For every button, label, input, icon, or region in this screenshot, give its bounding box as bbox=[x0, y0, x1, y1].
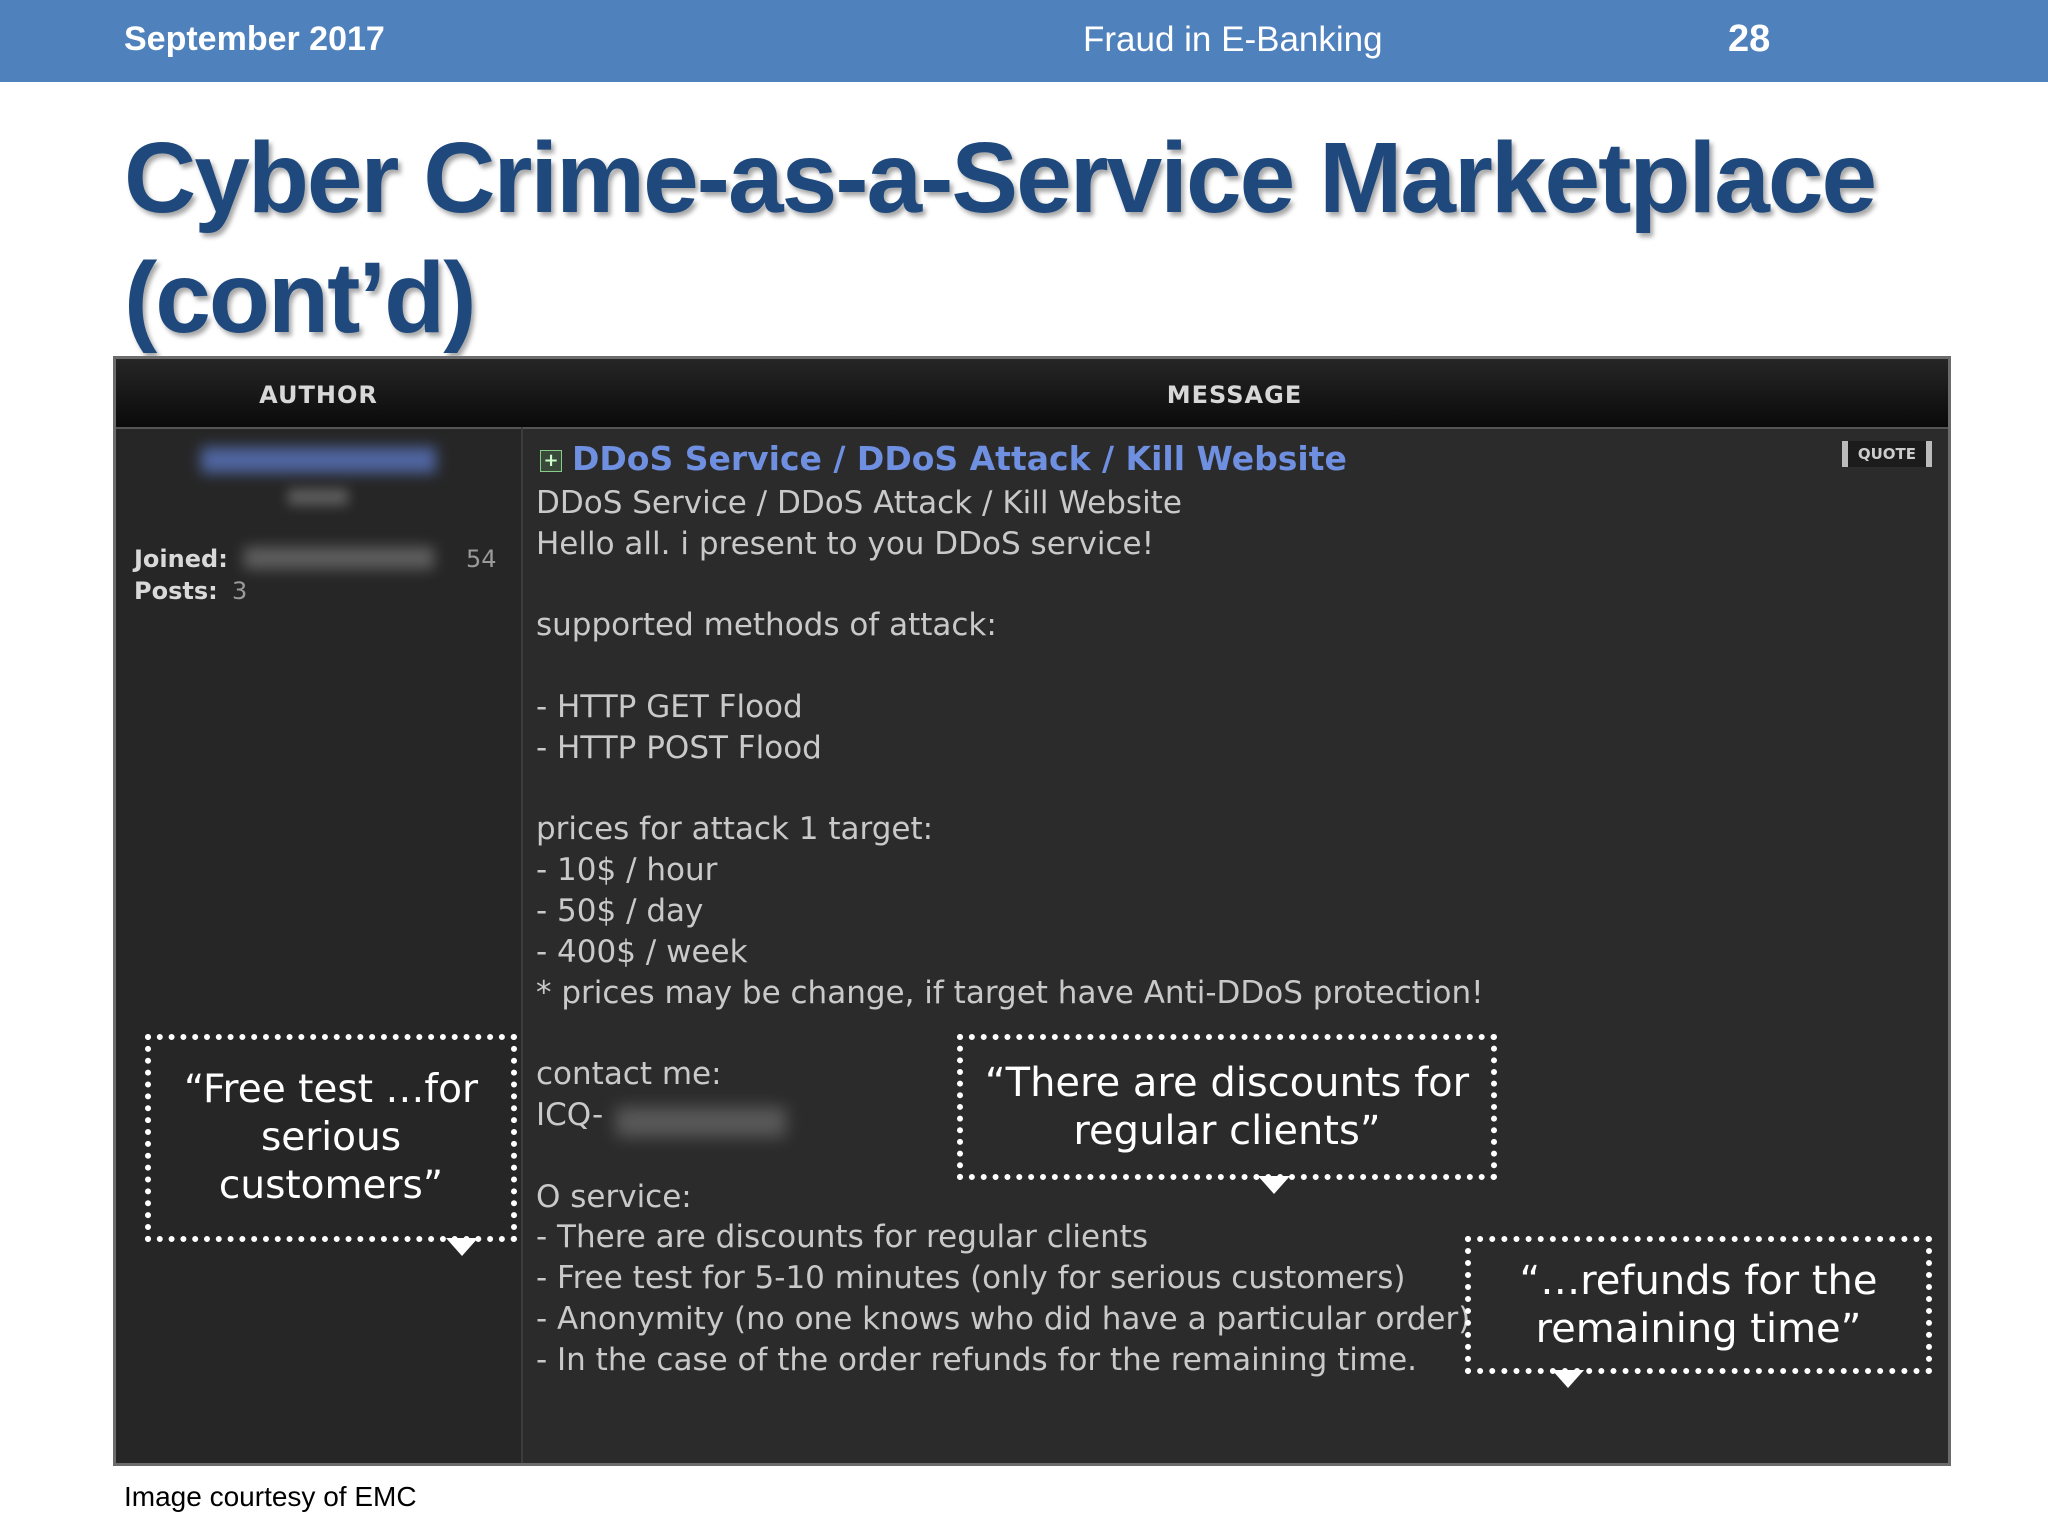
slide-title: Cyber Crime-as-a-Service Marketplace (co… bbox=[124, 122, 1877, 354]
post-body-line: * prices may be change, if target have A… bbox=[536, 974, 1484, 1011]
post-title[interactable]: + DDoS Service / DDoS Attack / Kill Websi… bbox=[540, 439, 1347, 478]
header-topic: Fraud in E-Banking bbox=[1083, 20, 1383, 59]
post-body-line: supported methods of attack: bbox=[536, 607, 997, 644]
post-body-line: - 50$ / day bbox=[536, 892, 704, 929]
post-body: DDoS Service / DDoS Attack / Kill Websit… bbox=[536, 483, 1536, 1381]
blurred-user-rank bbox=[288, 489, 348, 505]
slide-number: 28 bbox=[1728, 18, 1771, 60]
author-column-header: AUTHOR bbox=[259, 381, 378, 409]
post-body-line bbox=[536, 769, 1536, 810]
callout-refunds: “…refunds for the remaining time” bbox=[1465, 1236, 1932, 1374]
forum-screenshot: AUTHOR MESSAGE Joined: 54 Posts: 3 + DDoS… bbox=[113, 356, 1951, 1466]
header-date: September 2017 bbox=[124, 20, 385, 58]
blurred-username bbox=[201, 447, 436, 473]
post-body-line: Hello all. i present to you DDoS service… bbox=[536, 525, 1155, 562]
message-column-header: MESSAGE bbox=[1166, 381, 1303, 409]
expand-plus-icon[interactable]: + bbox=[540, 450, 562, 472]
blurred-join-date bbox=[244, 547, 434, 569]
post-body-line: ICQ- bbox=[536, 1096, 604, 1133]
post-body-line: DDoS Service / DDoS Attack / Kill Websit… bbox=[536, 485, 1182, 521]
callout-discounts-text: “There are discounts for regular clients… bbox=[984, 1060, 1470, 1154]
column-divider bbox=[521, 427, 523, 1463]
callout-refunds-tail bbox=[1552, 1370, 1584, 1388]
post-body-line bbox=[536, 565, 1536, 606]
header-bar: September 2017 Fraud in E-Banking 28 bbox=[0, 0, 2048, 82]
post-body-line: - Free test for 5-10 minutes (only for s… bbox=[536, 1260, 1406, 1297]
post-body-line: - Anonymity (no one knows who did have a… bbox=[536, 1300, 1471, 1337]
forum-table-header: AUTHOR MESSAGE bbox=[116, 359, 1948, 429]
post-body-line: - HTTP GET Flood bbox=[536, 688, 803, 725]
callout-free-test-tail bbox=[446, 1238, 478, 1256]
callout-discounts: “There are discounts for regular clients… bbox=[957, 1034, 1497, 1180]
joined-value: 54 bbox=[466, 545, 497, 573]
author-panel bbox=[116, 429, 521, 1463]
post-title-text[interactable]: DDoS Service / DDoS Attack / Kill Websit… bbox=[572, 439, 1347, 478]
post-body-line bbox=[536, 646, 1536, 687]
post-body-line: contact me: bbox=[536, 1056, 722, 1093]
post-body-line: - HTTP POST Flood bbox=[536, 729, 822, 766]
image-credit: Image courtesy of EMC bbox=[124, 1481, 417, 1512]
post-body-line: - In the case of the order refunds for t… bbox=[536, 1341, 1418, 1378]
post-body-line: - There are discounts for regular client… bbox=[536, 1219, 1149, 1256]
post-body-line: prices for attack 1 target: bbox=[536, 811, 934, 848]
post-body-line: - 400$ / week bbox=[536, 933, 748, 970]
callout-free-test-text: “Free test …for serious customers” bbox=[183, 1067, 479, 1208]
posts-label: Posts: bbox=[134, 577, 218, 605]
joined-label: Joined: bbox=[134, 545, 228, 573]
post-body-line: O service: bbox=[536, 1178, 692, 1215]
blurred-icq-number bbox=[616, 1107, 786, 1137]
callout-discounts-tail bbox=[1258, 1176, 1290, 1194]
callout-refunds-text: “…refunds for the remaining time” bbox=[1519, 1258, 1878, 1352]
posts-count: 3 bbox=[232, 577, 248, 605]
callout-free-test: “Free test …for serious customers” bbox=[145, 1034, 517, 1242]
post-body-line: - 10$ / hour bbox=[536, 852, 718, 889]
quote-button[interactable]: QUOTE bbox=[1841, 441, 1932, 467]
